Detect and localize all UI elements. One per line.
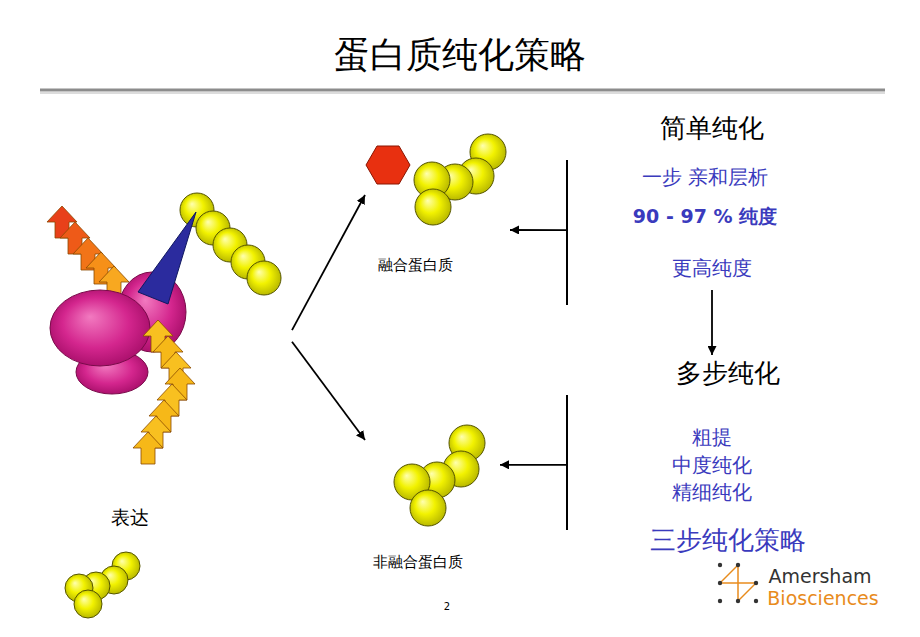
mrna-arrows — [133, 320, 195, 464]
logo-dot — [718, 581, 722, 585]
simple-purification-group: 简单纯化一步 亲和层析 90 - 97 % 纯度更高纯度 — [567, 105, 857, 290]
amino-acid — [415, 189, 451, 225]
node-heading: 表达 — [111, 507, 149, 528]
amino-acid — [74, 590, 102, 618]
node-text: 三步纯化策略 — [650, 526, 806, 555]
logo-text: Amersham — [768, 566, 871, 587]
peptide-chain — [65, 552, 140, 618]
trna-cone — [138, 212, 196, 304]
ribosome-subunit — [50, 290, 150, 366]
logo-line — [738, 583, 756, 601]
node-text: 精细纯化 — [672, 481, 752, 503]
logo-line — [720, 565, 738, 583]
logo-mark — [718, 563, 758, 603]
slide-title: 蛋白质纯化策略 — [334, 35, 586, 75]
arrow-connector — [500, 464, 567, 466]
expression-group: 表达 — [40, 190, 292, 535]
fusion-protein: 融合蛋白质 — [365, 135, 510, 280]
non-fusion-protein: 非融合蛋白质 — [365, 420, 500, 580]
node-heading: 非融合蛋白质 — [373, 554, 463, 571]
logo-dot — [718, 599, 722, 603]
node-text: 90 - 97 % 纯度 — [633, 206, 777, 227]
bracket — [566, 160, 568, 305]
node-text: 中度纯化 — [672, 454, 752, 476]
arrow-connector — [510, 229, 567, 231]
node-heading: 多步纯化 — [676, 359, 780, 388]
node-text: 更高纯度 — [672, 257, 752, 279]
logo-line — [720, 582, 756, 584]
logo-dot — [754, 581, 758, 585]
amino-acid — [410, 490, 446, 526]
chevron — [133, 432, 163, 464]
title-rule — [40, 89, 885, 92]
fusion-protein-chain — [414, 134, 506, 225]
bracket — [566, 395, 568, 530]
mrna-arrows — [47, 206, 129, 298]
multi-step-group: 粗提中度纯化精细纯化三步纯化策略 — [567, 395, 857, 560]
arrow-connector — [292, 195, 365, 330]
arrow-connector — [292, 342, 365, 440]
logo-dot — [718, 563, 722, 567]
arrow-connector — [711, 290, 713, 355]
logo-text: Biosciences — [767, 588, 878, 609]
node-heading: 融合蛋白质 — [378, 257, 453, 274]
page-number: 2 — [444, 601, 450, 612]
multi-step-heading: 多步纯化 — [632, 355, 792, 391]
node-text: 一步 亲和层析 — [642, 166, 768, 188]
peptide-chain — [180, 193, 281, 295]
amino-acid — [247, 261, 281, 295]
fusion-tag — [366, 146, 410, 184]
logo-dot — [736, 563, 740, 567]
node-heading: 粗提 — [692, 426, 732, 448]
protein-chain — [394, 425, 485, 526]
node-heading: 简单纯化 — [660, 114, 764, 143]
title-rule-shadow — [40, 92, 885, 94]
logo-dot — [754, 599, 758, 603]
logo-dot — [736, 599, 740, 603]
